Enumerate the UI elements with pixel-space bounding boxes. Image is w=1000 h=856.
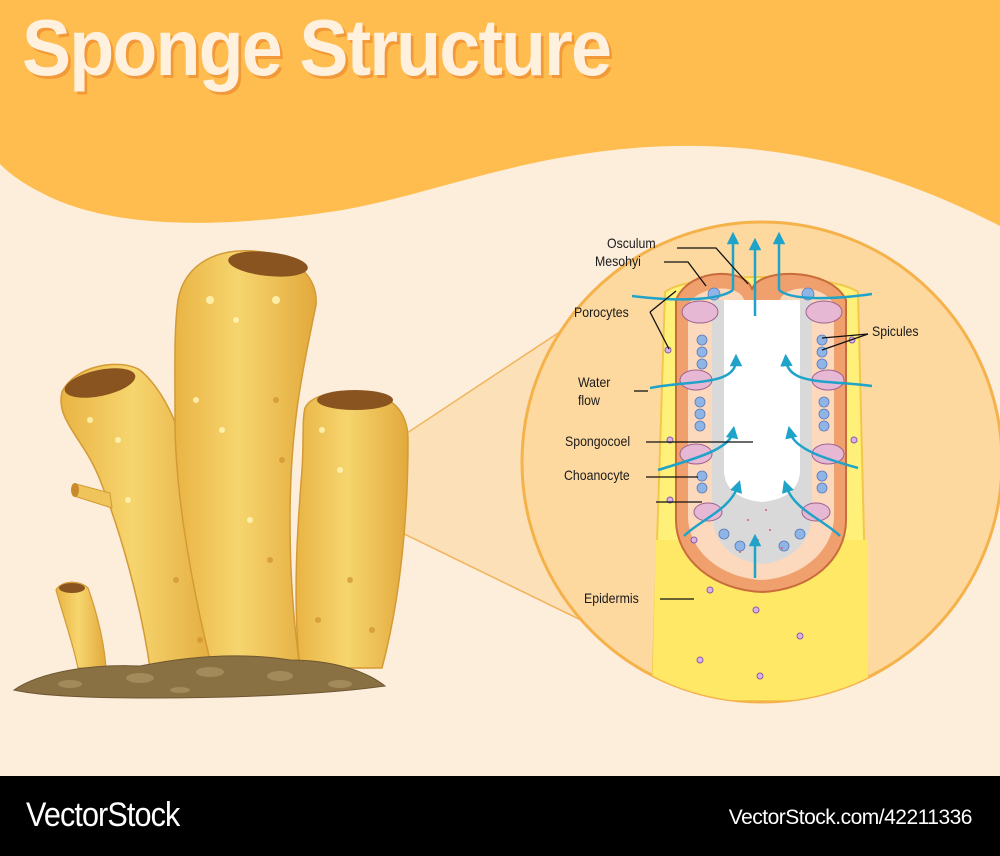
label-choanocyte: Choanocyte xyxy=(564,467,630,483)
spongocoel-cavity xyxy=(724,300,800,502)
leader-spicules-a xyxy=(821,333,869,339)
water-arrow-in-l4 xyxy=(683,480,742,537)
footer-reference: VectorStock.com/42211336 xyxy=(728,806,973,829)
sponge-tube-right xyxy=(295,391,409,669)
sponge-diagram xyxy=(12,220,1000,704)
footer-bar: VectorStock VectorStock.com/42211336 xyxy=(0,776,1000,856)
leader-mesohyi xyxy=(664,261,707,287)
label-spicules: Spicules xyxy=(872,323,919,339)
porocytes xyxy=(679,300,845,522)
sponge-opening-center xyxy=(228,251,308,277)
water-arrow-in-l3 xyxy=(657,425,739,472)
label-spongocoel: Spongocoel xyxy=(565,433,631,449)
label-mesohyi: Mesohyi xyxy=(595,253,641,269)
leader-porocytes-a xyxy=(649,290,677,313)
label-leader-lines xyxy=(634,247,869,600)
label-water-flow-line2: flow xyxy=(578,392,600,408)
water-arrow-in-l2 xyxy=(649,353,743,390)
cross-section xyxy=(650,272,870,701)
water-arrow-in-l1 xyxy=(631,288,734,301)
epidermis-lower xyxy=(652,540,868,700)
water-arrow-in-r4 xyxy=(782,480,841,537)
footer-brand: VectorStock xyxy=(26,796,180,834)
sponge-tube-small xyxy=(55,581,107,669)
base-pebbles xyxy=(58,667,352,693)
label-porocytes: Porocytes xyxy=(574,304,629,320)
water-arrow-in-r2 xyxy=(780,353,873,388)
label-water-flow-line1: Water xyxy=(578,374,611,390)
sponge-opening-small xyxy=(59,583,85,593)
label-epidermis: Epidermis xyxy=(584,590,639,606)
rocky-base xyxy=(12,655,387,699)
sponge-opening-right xyxy=(317,390,393,410)
sponge-branch-opening xyxy=(71,483,79,497)
leader-spicules-b xyxy=(821,333,869,351)
sponge-opening-left xyxy=(64,368,136,398)
label-osculum: Osculum xyxy=(607,235,656,251)
sponge-highlights xyxy=(87,296,343,523)
leader-osculum xyxy=(677,247,749,285)
water-arrow-in-r3 xyxy=(785,425,859,470)
sponge-pores xyxy=(173,397,375,643)
leader-porocytes-b xyxy=(649,311,670,350)
sponge-illustration xyxy=(12,250,409,699)
orange-wave-band xyxy=(0,0,1000,226)
page-title: Sponge Structure xyxy=(22,3,612,92)
water-flow-arrows xyxy=(631,231,873,578)
water-arrow-in-r1 xyxy=(778,288,873,300)
